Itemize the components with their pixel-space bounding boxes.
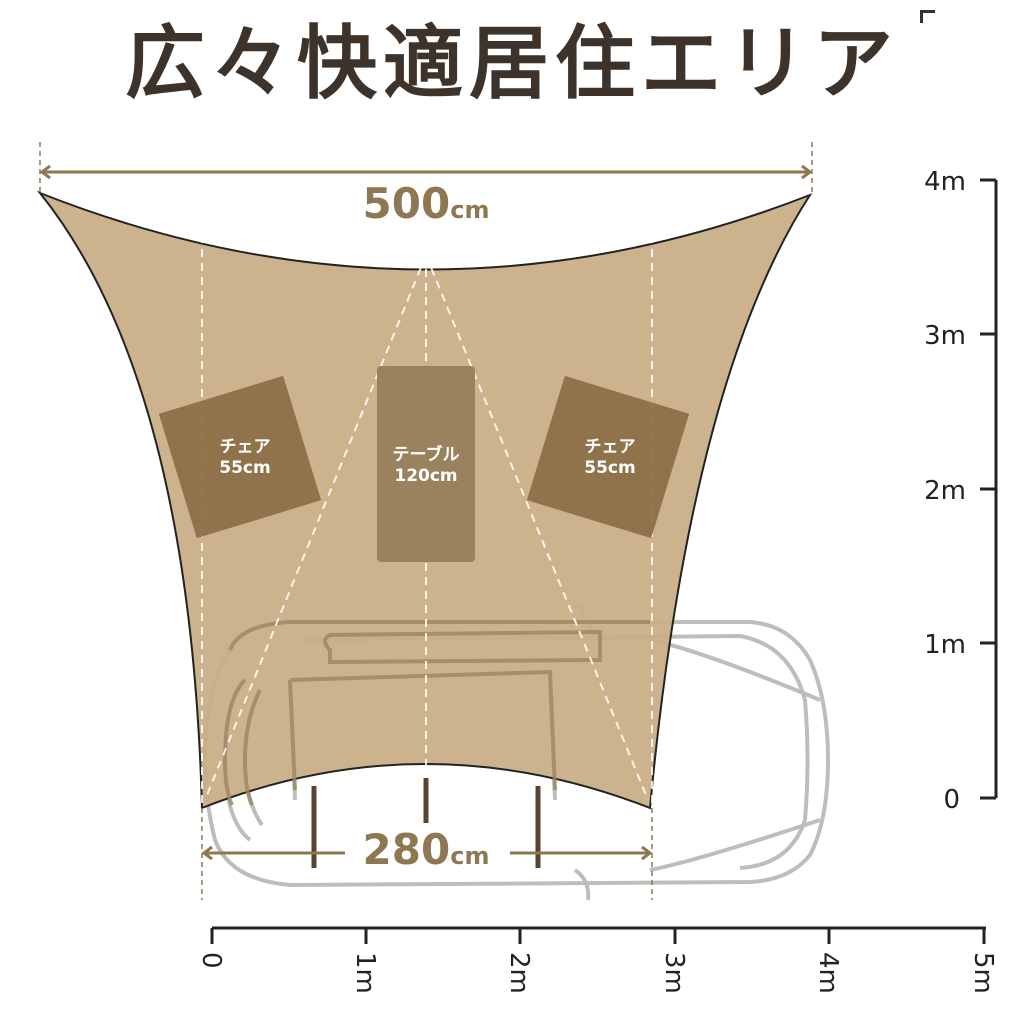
h-tick-2m: 2m (504, 952, 534, 994)
h-tick-1m: 1m (350, 952, 380, 994)
v-tick-0: 0 (943, 785, 960, 815)
table (377, 366, 475, 562)
h-tick-0: 0 (196, 952, 226, 969)
h-tick-4m: 4m (813, 952, 843, 994)
horizontal-axis (210, 926, 986, 944)
chair-left-label: チェア (220, 437, 271, 457)
table-label: テーブル (393, 444, 460, 465)
h-tick-3m: 3m (659, 952, 689, 994)
chair-left-size: 55cm (219, 458, 270, 478)
v-tick-1m: 1m (924, 630, 966, 660)
svg-text:280cm: 280cm (363, 825, 490, 874)
vertical-axis (980, 178, 998, 800)
car-outline-on-tarp (222, 620, 650, 806)
svg-text:500cm: 500cm (363, 179, 490, 228)
v-tick-2m: 2m (924, 476, 966, 506)
bottom-dimension (201, 808, 653, 900)
chair-right-size: 55cm (584, 458, 635, 478)
table-size: 120cm (394, 466, 457, 486)
top-dimension (39, 142, 813, 195)
h-tick-5m: 5m (968, 952, 998, 994)
chair-left (158, 375, 322, 539)
corner-mark (920, 10, 935, 23)
bottom-width-value: 280 (363, 825, 451, 874)
top-width-unit: cm (450, 196, 489, 224)
page-title: 広々快適居住エリア (125, 17, 899, 110)
v-tick-3m: 3m (924, 321, 966, 351)
top-width-value: 500 (363, 179, 451, 228)
v-tick-4m: 4m (924, 167, 966, 197)
chair-right (526, 375, 690, 539)
bottom-width-unit: cm (450, 842, 489, 870)
chair-right-label: チェア (585, 437, 636, 457)
